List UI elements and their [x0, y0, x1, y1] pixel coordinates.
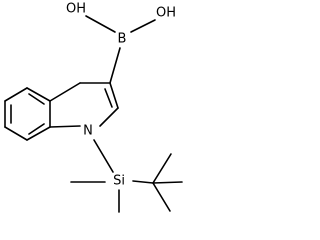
bond	[130, 19, 156, 33]
bond	[109, 47, 121, 84]
atom-labels: B OH OH N Si	[66, 2, 176, 189]
nitrogen-label: N	[83, 124, 93, 139]
bond	[152, 153, 172, 184]
bond	[109, 82, 119, 109]
hydroxyl-right-label: OH	[156, 6, 176, 21]
bond	[99, 107, 119, 127]
bond	[85, 15, 116, 33]
bond	[26, 126, 51, 141]
hydroxyl-left-label: OH	[66, 2, 86, 17]
bond	[4, 126, 28, 141]
double-bond-inner	[28, 93, 45, 105]
bond	[93, 139, 114, 173]
bond	[132, 180, 154, 184]
bond	[49, 125, 81, 128]
bond	[4, 87, 28, 102]
boron-label: B	[118, 32, 127, 47]
bond	[26, 87, 51, 102]
silicon-label: Si	[113, 174, 125, 189]
bond	[152, 182, 171, 212]
double-bond-inner	[28, 123, 45, 135]
bond	[152, 181, 183, 184]
double-bond-inner	[104, 88, 113, 108]
chemical-structure-diagram: B OH OH N Si	[4, 2, 183, 213]
bond	[49, 82, 81, 102]
bond-lines	[4, 15, 183, 213]
